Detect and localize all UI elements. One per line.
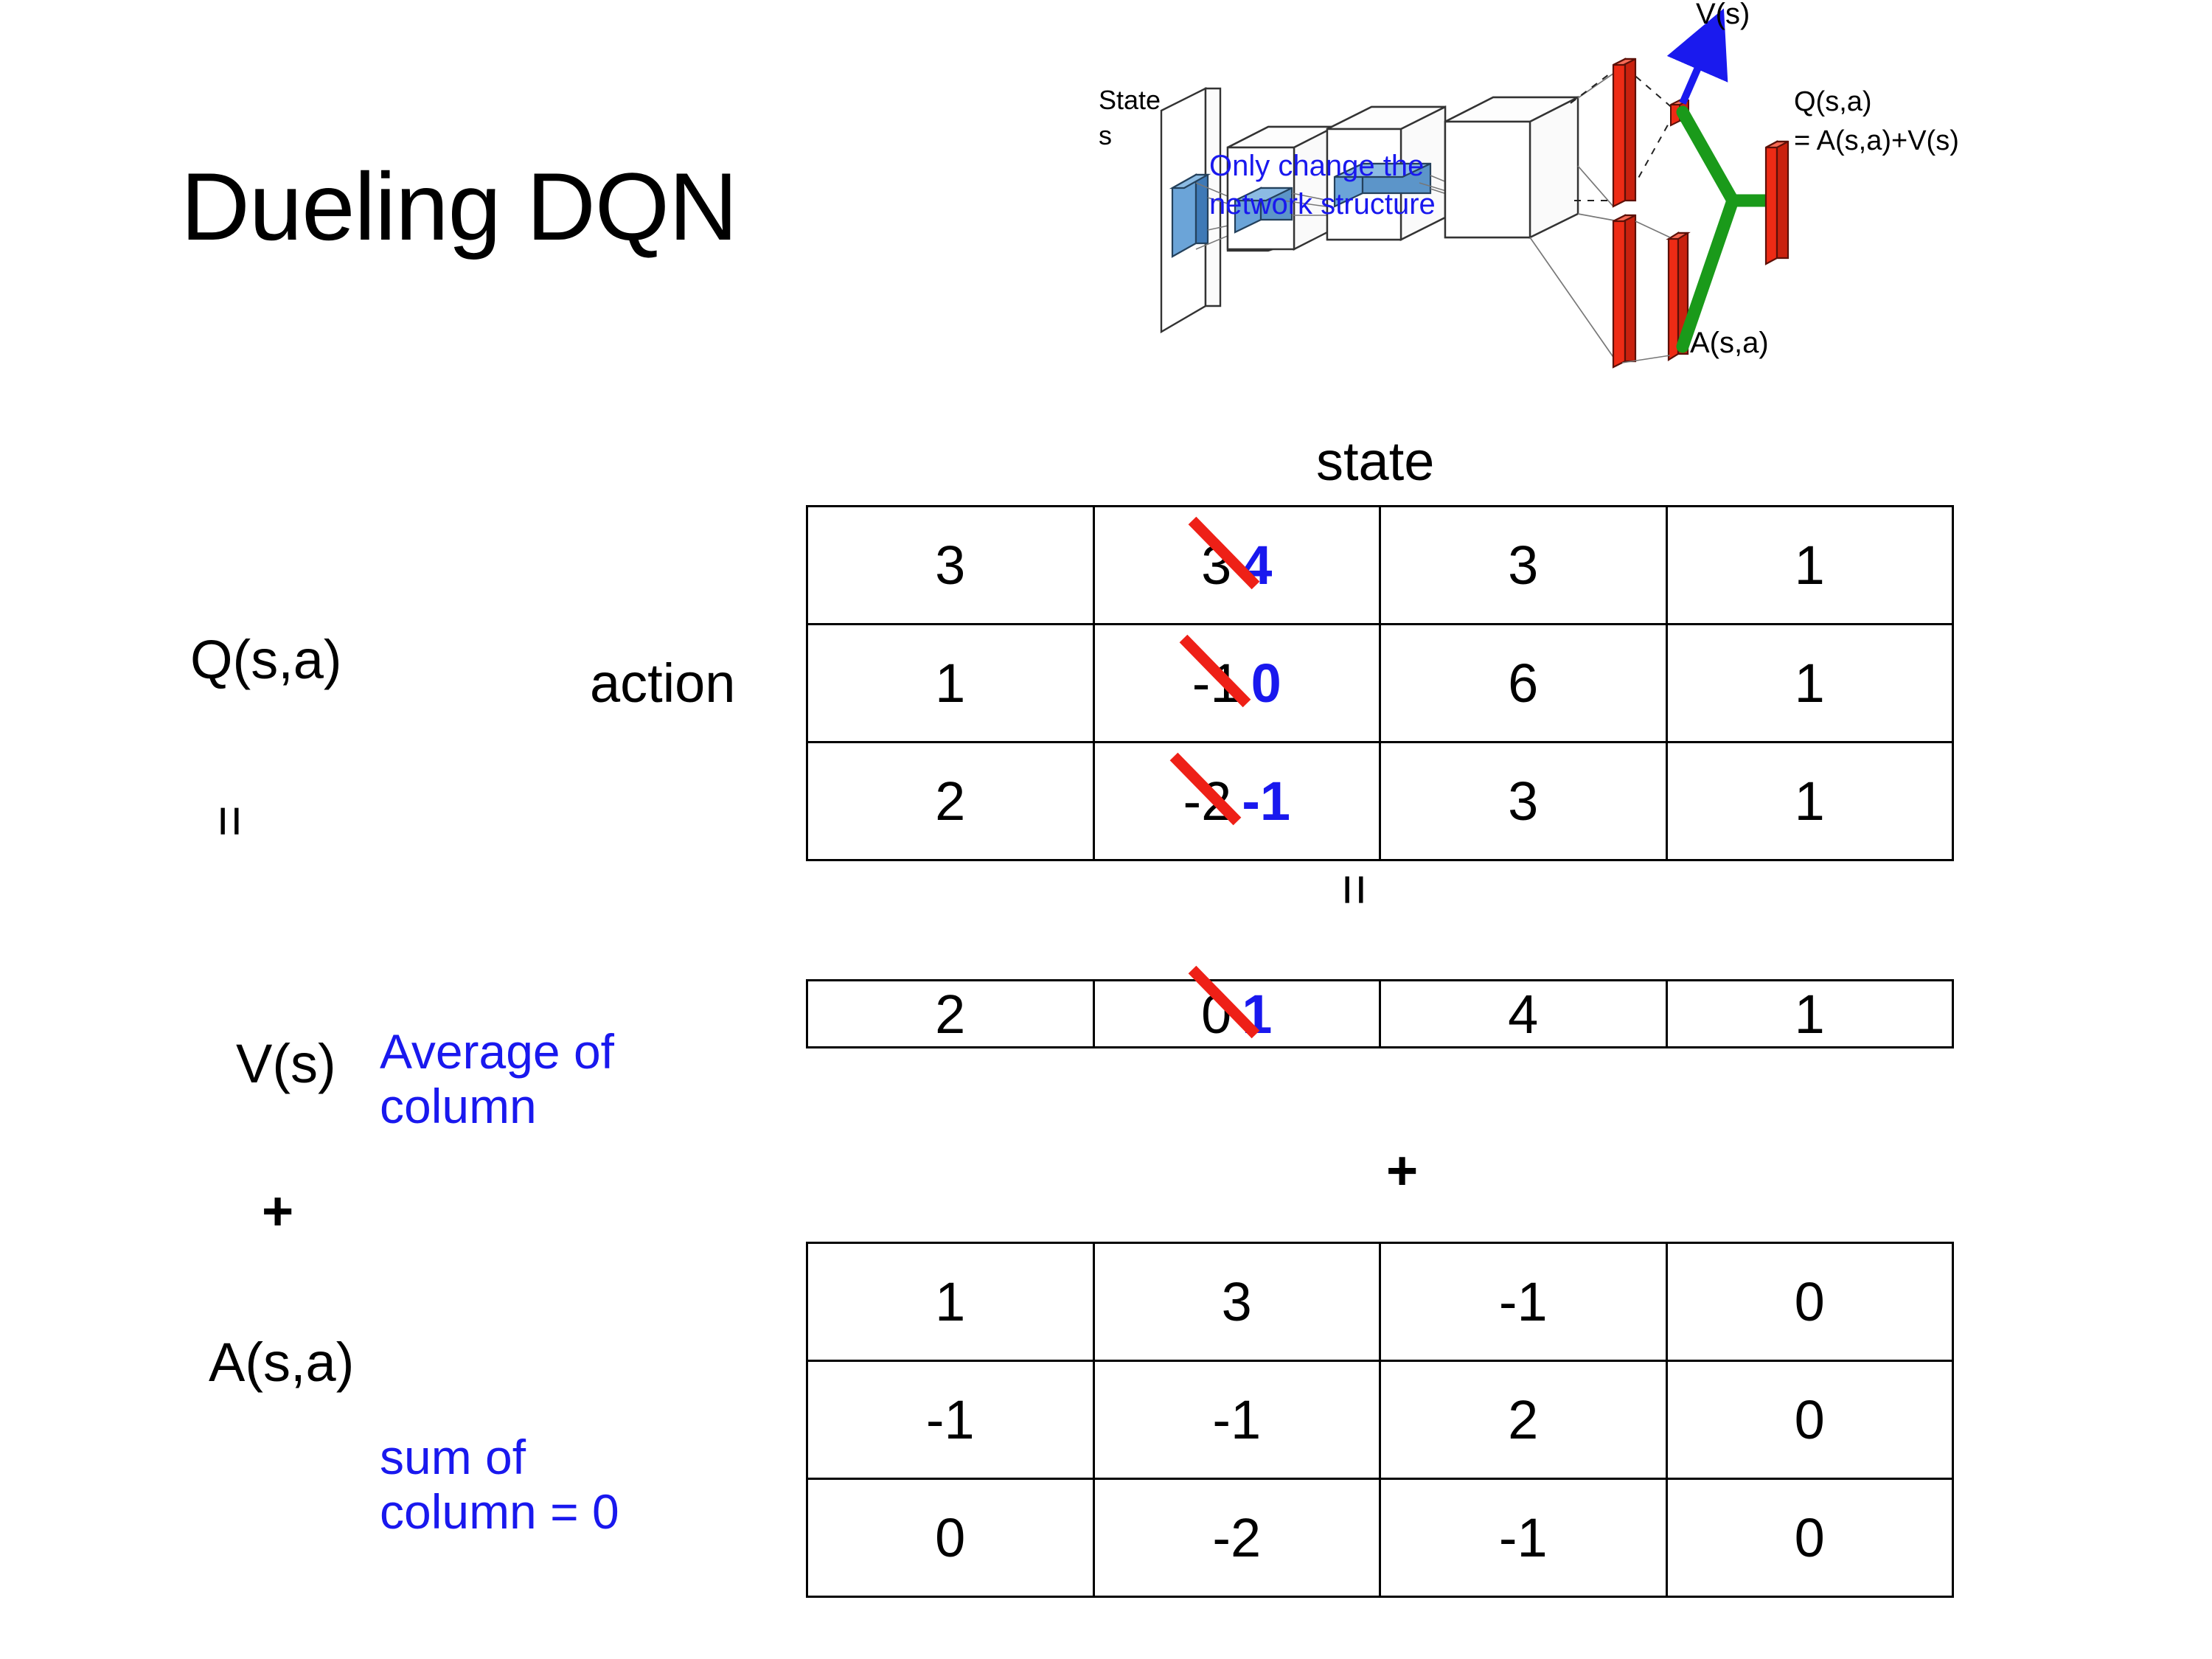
diagram-state-label-line1: State — [1099, 85, 1161, 115]
cell-value: 2 — [935, 771, 966, 832]
plus-sign-left: + — [262, 1180, 294, 1242]
matrix-cell: -2 — [1092, 1478, 1381, 1598]
cell-value: 2 — [1508, 1389, 1539, 1450]
cell-value: 0 — [1794, 1507, 1825, 1568]
matrix-cell: 0 — [1665, 1478, 1954, 1598]
cell-value: 2 — [935, 983, 966, 1045]
average-of-column-note: Average of column — [380, 1024, 615, 1133]
matrix-cell: -1 — [1379, 1242, 1668, 1362]
plus-sign-middle: + — [1386, 1140, 1419, 1201]
table-row: -1 -1 2 0 — [806, 1360, 1954, 1480]
old-value-struck: 3 — [1188, 516, 1260, 597]
old-value-struck: 0 — [1188, 965, 1260, 1046]
matrix-cell: 4 — [1379, 979, 1668, 1048]
action-axis-label: action — [590, 653, 736, 714]
matrix-cell: 0 — [806, 1478, 1095, 1598]
a-matrix-label: A(s,a) — [209, 1332, 355, 1393]
page-title: Dueling DQN — [181, 153, 738, 260]
cell-value: 3 — [1221, 1271, 1252, 1332]
cell-value: -1 — [925, 1389, 975, 1450]
new-value: 0 — [1251, 653, 1281, 714]
matrix-cell: 0 — [1665, 1360, 1954, 1480]
diagram-q-label-line2: = A(s,a)+V(s) — [1794, 125, 1959, 156]
matrix-cell: 3 — [1379, 505, 1668, 625]
diagram-note-line1: Only change the — [1209, 150, 1424, 182]
cell-value: 0 — [935, 1507, 966, 1568]
table-row: 2 -2-1 3 1 — [806, 741, 1954, 861]
cell-value: 1 — [1794, 535, 1825, 596]
matrix-cell: 1 — [806, 623, 1095, 743]
cell-value: 0 — [1794, 1389, 1825, 1450]
diagram-a-label: A(s,a) — [1690, 327, 1769, 359]
cell-value: 3 — [1508, 771, 1539, 832]
equals-sign-middle: = — [1324, 874, 1385, 906]
matrix-cell: 3 — [806, 505, 1095, 625]
cell-value: 1 — [1794, 771, 1825, 832]
matrix-cell: -1 — [806, 1360, 1095, 1480]
diagram-v-label: V(s) — [1696, 0, 1750, 30]
cell-value: 1 — [935, 1271, 966, 1332]
table-row: 0 -2 -1 0 — [806, 1478, 1954, 1598]
matrix-cell: 2 — [806, 979, 1095, 1048]
cell-value: -2 — [1212, 1507, 1262, 1568]
matrix-cell: 1 — [806, 1242, 1095, 1362]
diagram-note-line2: network structure — [1209, 188, 1436, 220]
matrix-cell: 2 — [1379, 1360, 1668, 1480]
sum-of-column-note: sum of column = 0 — [380, 1430, 619, 1539]
diagram-q-label-line1: Q(s,a) — [1794, 86, 1872, 117]
cell-value: 3 — [935, 535, 966, 596]
q-matrix-label: Q(s,a) — [190, 629, 342, 690]
matrix-cell: 3 — [1379, 741, 1668, 861]
cell-value: 1 — [1794, 983, 1825, 1045]
cell-value: -1 — [1498, 1271, 1548, 1332]
cell-value: 4 — [1508, 983, 1539, 1045]
cell-value: 6 — [1508, 653, 1539, 714]
matrix-cell: 1 — [1665, 623, 1954, 743]
dueling-network-diagram: State s Only change the network structur… — [1084, 0, 2212, 413]
state-axis-label: state — [1316, 431, 1435, 492]
matrix-cell: 6 — [1379, 623, 1668, 743]
matrix-cell: 1 — [1665, 741, 1954, 861]
cell-value: 1 — [935, 653, 966, 714]
matrix-cell: -1 — [1092, 1360, 1381, 1480]
matrix-cell: 0 — [1665, 1242, 1954, 1362]
cell-value: 0 — [1794, 1271, 1825, 1332]
a-matrix-table: 1 3 -1 0 -1 -1 2 0 0 -2 -1 0 — [806, 1242, 1954, 1598]
matrix-cell: 1 — [1665, 979, 1954, 1048]
cell-value: -1 — [1498, 1507, 1548, 1568]
cell-value: 3 — [1508, 535, 1539, 596]
cell-value: -1 — [1212, 1389, 1262, 1450]
matrix-cell: -2-1 — [1092, 741, 1381, 861]
diagram-state-label-line2: s — [1099, 120, 1112, 150]
matrix-cell: 2 — [806, 741, 1095, 861]
matrix-cell: -1 — [1379, 1478, 1668, 1598]
new-value: 4 — [1242, 535, 1273, 596]
old-value-struck: -1 — [1179, 634, 1251, 714]
v-matrix-label: V(s) — [236, 1033, 336, 1094]
matrix-cell: 1 — [1665, 505, 1954, 625]
new-value: 1 — [1242, 983, 1273, 1045]
table-row: 1 3 -1 0 — [806, 1242, 1954, 1362]
old-value-struck: -2 — [1170, 752, 1242, 832]
new-value: -1 — [1242, 771, 1291, 832]
matrix-cell: 3 — [1092, 1242, 1381, 1362]
equals-sign-left: = — [200, 805, 261, 838]
cell-value: 1 — [1794, 653, 1825, 714]
